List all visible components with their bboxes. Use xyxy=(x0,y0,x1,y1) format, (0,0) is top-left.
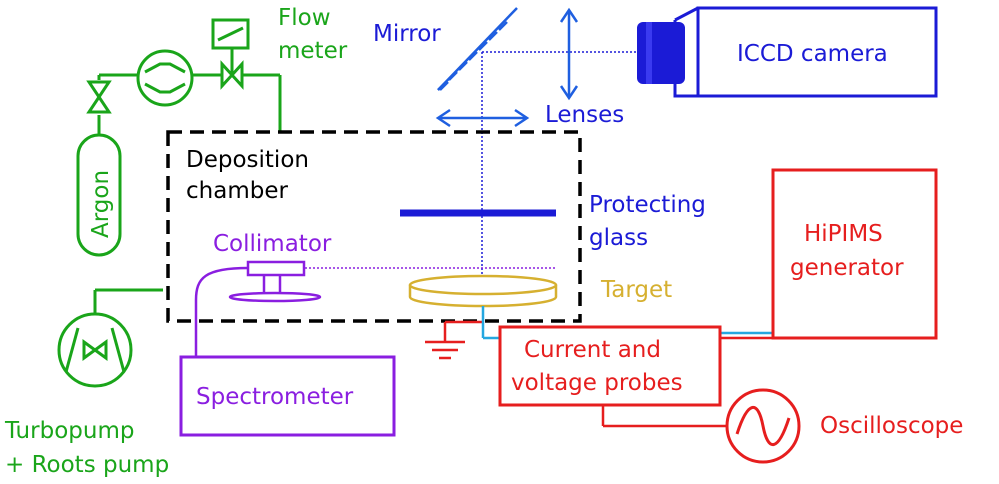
turbopump-icon xyxy=(57,312,133,388)
lens-horizontal-arrow xyxy=(435,108,530,128)
collimator-icon xyxy=(194,260,322,357)
flow-meter-icon xyxy=(136,49,194,107)
manual-valve-icon xyxy=(86,80,112,114)
protecting-glass-label: Protecting xyxy=(589,192,706,218)
camera-lens xyxy=(637,22,685,84)
ground-icon xyxy=(425,320,483,360)
protecting-glass-label-2: glass xyxy=(589,225,648,251)
solenoid-valve-icon xyxy=(211,18,250,90)
mirror-icon xyxy=(437,7,518,91)
optical-path xyxy=(481,51,637,282)
iccd-camera xyxy=(637,6,938,98)
collimator-label: Collimator xyxy=(213,231,332,257)
deposition-chamber-label: Deposition xyxy=(186,147,309,173)
iccd-camera-label: ICCD camera xyxy=(737,41,888,67)
pump-label: Turbopump xyxy=(4,418,134,444)
deposition-chamber-outline xyxy=(166,130,582,323)
spectrometer-box xyxy=(179,355,396,437)
mirror-label: Mirror xyxy=(373,21,441,47)
deposition-chamber-label-2: chamber xyxy=(186,178,288,204)
lens-vertical-arrow xyxy=(559,7,579,101)
current-voltage-label: Current and xyxy=(524,337,661,363)
target-feed-wire xyxy=(481,306,773,340)
argon-label: Argon xyxy=(88,170,114,238)
flow-meter-label: Flow xyxy=(278,5,331,31)
target-label: Target xyxy=(600,277,672,303)
oscilloscope-icon xyxy=(725,388,801,464)
flow-meter-label-2: meter xyxy=(278,38,348,64)
pump-label-2: + Roots pump xyxy=(5,452,169,478)
spectrometer-label: Spectrometer xyxy=(196,384,354,410)
hipims-generator-label-2: generator xyxy=(790,255,904,281)
hipims-generator-box xyxy=(771,168,938,340)
gas-supply-line xyxy=(76,73,282,315)
red-wiring xyxy=(601,336,773,428)
hipims-generator-label: HiPIMS xyxy=(804,221,883,247)
current-voltage-label-2: voltage probes xyxy=(511,370,683,396)
lenses-label: Lenses xyxy=(545,102,624,128)
oscilloscope-label: Oscilloscope xyxy=(820,413,963,439)
target-icon xyxy=(408,274,558,308)
current-voltage-probes-box xyxy=(498,325,722,407)
